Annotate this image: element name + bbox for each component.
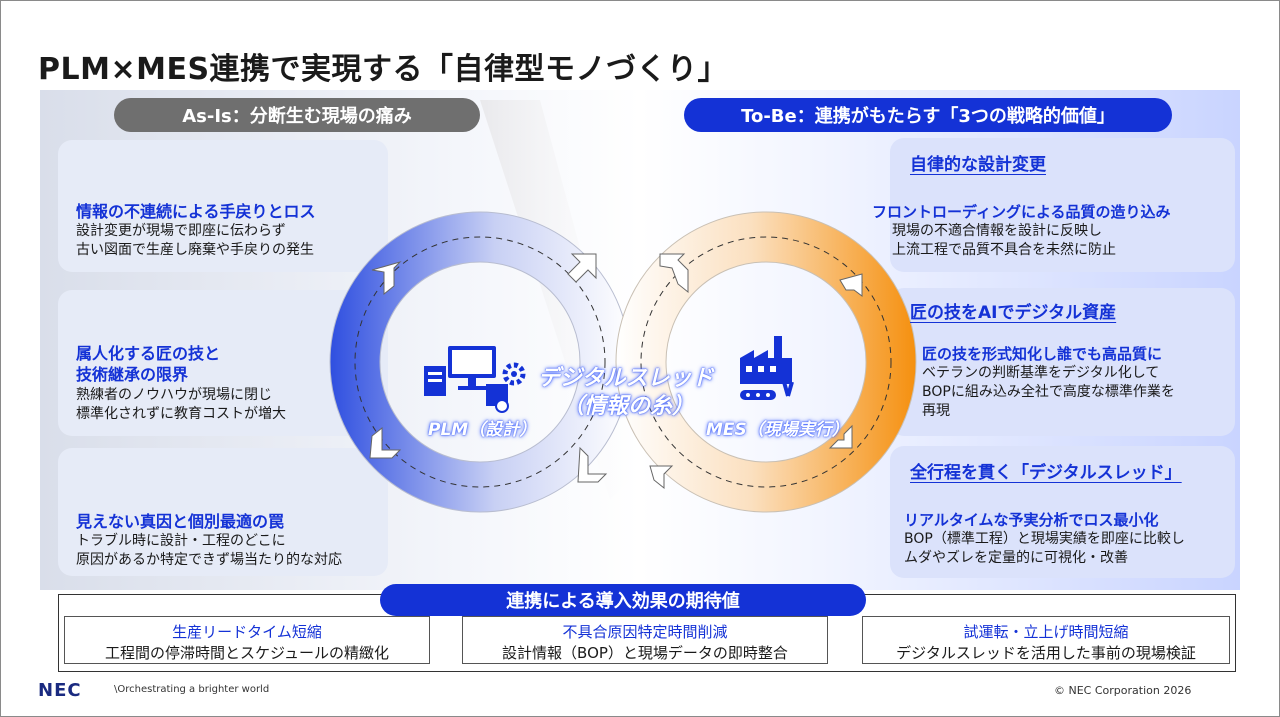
effects-header: 連携による導入効果の期待値	[380, 584, 866, 616]
mes-flow-arrow-right-top	[839, 273, 863, 297]
as-is-card-3	[58, 448, 388, 576]
plm-label: PLM（設計）	[428, 420, 537, 440]
as-is-item-2-line-1: 熟練者のノウハウが現場に閉じ	[76, 387, 272, 403]
mes-flow-arrow-top	[659, 253, 689, 294]
copyright: © NEC Corporation 2026	[1054, 684, 1192, 697]
as-is-card-1	[58, 140, 388, 272]
factory-icon	[740, 336, 794, 400]
digital-thread-label: デジタルスレッド	[538, 366, 714, 391]
to-be-item-1-subheading: フロントローディングによる品質の造り込み	[872, 203, 1171, 221]
nec-logo: NEC	[38, 680, 82, 701]
effect-item-3-heading: 試運転・立上げ時間短縮	[963, 623, 1129, 641]
digital-thread-sublabel: （情報の糸）	[562, 394, 695, 419]
effect-item-2: 不具合原因特定時間削減 設計情報（BOP）と現場データの即時整合	[462, 616, 828, 664]
as-is-item-2-line-2: 標準化されずに教育コストが増大	[76, 406, 286, 422]
to-be-item-3-line-2: ムダやズレを定量的に可視化・改善	[904, 550, 1128, 566]
as-is-item-1-line-1: 設計変更が現場で即座に伝わらず	[76, 223, 286, 239]
center-flow-arrow-bottom-right	[649, 465, 674, 490]
as-is-header: As-Is：分断生む現場の痛み	[114, 98, 480, 132]
effect-item-3: 試運転・立上げ時間短縮 デジタルスレッドを活用した事前の現場検証	[862, 616, 1230, 664]
to-be-item-1-line-1: 現場の不適合情報を設計に反映し	[892, 223, 1102, 239]
effect-item-1-heading: 生産リードタイム短縮	[172, 623, 322, 641]
to-be-card-3	[890, 446, 1235, 578]
to-be-item-2-line-1: ベテランの判断基準をデジタル化して	[922, 365, 1160, 381]
mes-label: MES（現場実行）	[706, 420, 849, 440]
effect-item-3-body: デジタルスレッドを活用した事前の現場検証	[896, 644, 1196, 662]
to-be-item-2-line-3: 再現	[922, 403, 950, 419]
effect-item-1-body: 工程間の停滞時間とスケジュールの精緻化	[105, 644, 389, 662]
mes-ring	[615, 211, 917, 513]
effect-item-1: 生産リードタイム短縮 工程間の停滞時間とスケジュールの精緻化	[64, 616, 430, 664]
as-is-item-1-line-2: 古い図面で生産し廃棄や手戻りの発生	[76, 242, 314, 258]
to-be-item-3-subheading: リアルタイムな予実分析でロス最小化	[904, 511, 1159, 529]
slide-title: PLM×MES連携で実現する「自律型モノづくり」	[38, 52, 729, 87]
tagline: \Orchestrating a brighter world	[114, 684, 270, 695]
as-is-item-2-heading-line-1: 属人化する匠の技と	[76, 344, 221, 363]
to-be-card-1	[890, 138, 1235, 272]
effect-item-2-body: 設計情報（BOP）と現場データの即時整合	[502, 644, 788, 662]
center-flow-arrow-bottom-left	[577, 446, 608, 483]
to-be-item-1-title: 自律的な設計変更	[910, 155, 1046, 175]
to-be-item-3-line-1: BOP（標準工程）と現場実績を即座に比較し	[904, 531, 1185, 547]
plm-flow-arrow-bottom	[369, 426, 402, 459]
as-is-item-1-heading: 情報の不連続による手戻りとロス	[76, 202, 316, 221]
effect-item-2-heading: 不具合原因特定時間削減	[562, 623, 728, 641]
center-flow-arrow-top	[567, 253, 597, 283]
to-be-item-2-line-2: BOPに組み込み全社で高度な標準作業を	[922, 384, 1175, 400]
as-is-item-2-heading-line-2: 技術継承の限界	[76, 365, 189, 384]
as-is-item-3-heading: 見えない真因と個別最適の罠	[76, 512, 285, 531]
to-be-card-2	[890, 288, 1235, 436]
as-is-item-3-line-2: 原因があるか特定できず場当たり的な対応	[76, 552, 342, 568]
plm-flow-arrow-top	[371, 260, 402, 296]
to-be-item-1-line-2: 上流工程で品質不具合を未然に防止	[892, 242, 1116, 258]
plm-dashed-orbit	[354, 236, 606, 488]
computer-gear-icon	[424, 346, 526, 413]
to-be-item-2-subheading: 匠の技を形式知化し誰でも高品質に	[922, 345, 1163, 363]
to-be-item-3-title: 全行程を貫く「デジタルスレッド」	[910, 463, 1182, 483]
to-be-item-2-title: 匠の技をAIでデジタル資産	[910, 303, 1117, 323]
as-is-item-3-line-1: トラブル時に設計・工程のどこに	[76, 533, 286, 549]
to-be-header: To-Be：連携がもたらす「3つの戦略的価値」	[684, 98, 1172, 132]
mes-flow-arrow-right-bottom	[828, 424, 853, 449]
mes-dashed-orbit	[640, 236, 892, 488]
